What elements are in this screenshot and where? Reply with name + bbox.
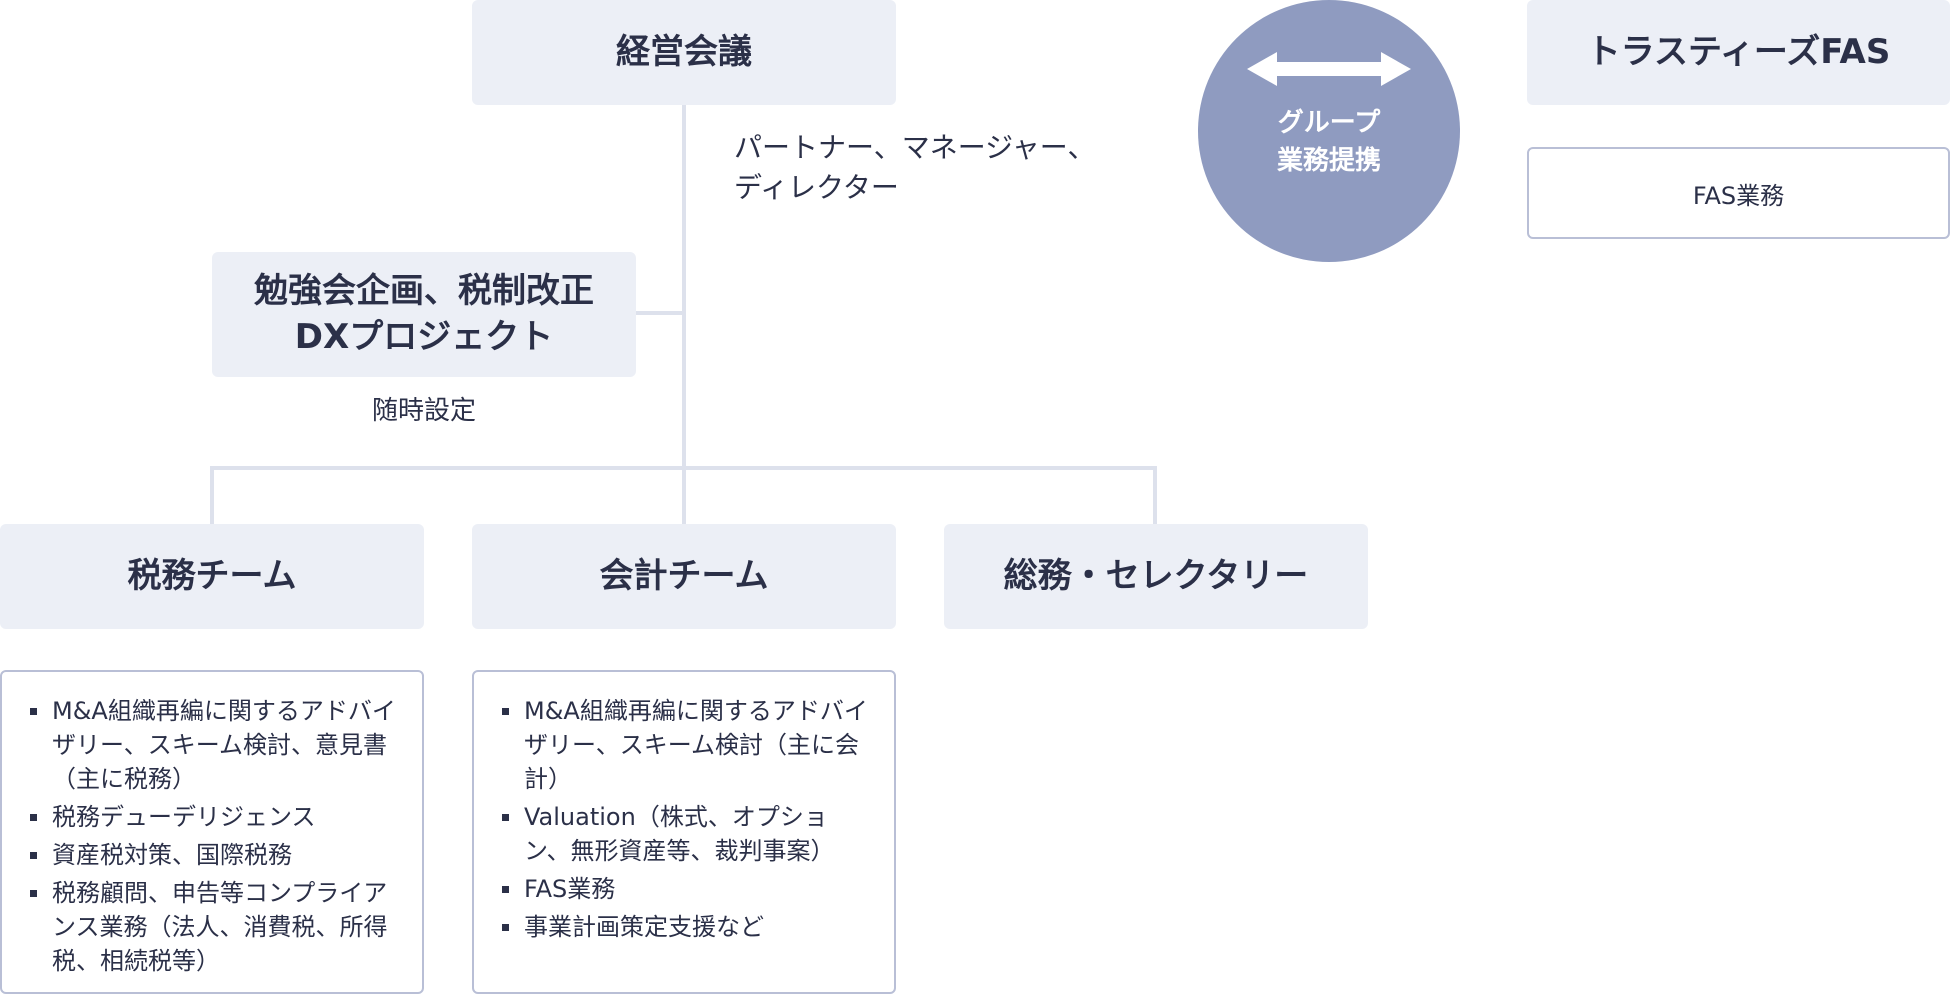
project-branch-connector bbox=[636, 311, 684, 315]
trunk-connector bbox=[682, 105, 686, 525]
accounting-service-list: M&A組織再編に関するアドバイザリー、スキーム検討（主に会計） Valuatio… bbox=[502, 694, 872, 944]
accounting-team-label: 会計チーム bbox=[599, 555, 769, 596]
members-line-2: ディレクター bbox=[734, 171, 899, 204]
project-box: 勉強会企画、税制改正 DXプロジェクト bbox=[212, 252, 636, 377]
accounting-team-box: 会計チーム bbox=[472, 524, 896, 629]
list-item: FAS業務 bbox=[502, 872, 872, 906]
tax-team-label: 税務チーム bbox=[127, 555, 297, 596]
list-item: M&A組織再編に関するアドバイザリー、スキーム検討、意見書（主に税務） bbox=[30, 694, 400, 796]
management-meeting-box: 経営会議 bbox=[472, 0, 896, 105]
fas-service-box: FAS業務 bbox=[1527, 147, 1950, 239]
accounting-service-panel: M&A組織再編に関するアドバイザリー、スキーム検討（主に会計） Valuatio… bbox=[472, 670, 896, 994]
fas-service-label: FAS業務 bbox=[1692, 181, 1785, 210]
project-note: 随時設定 bbox=[371, 396, 476, 426]
list-item: 税務デューデリジェンス bbox=[30, 800, 400, 834]
group-alliance-line-1: グループ bbox=[1277, 108, 1381, 138]
group-alliance-label: グループ 業務提携 bbox=[1277, 104, 1381, 180]
list-item: 事業計画策定支援など bbox=[502, 910, 872, 944]
general-affairs-box: 総務・セレクタリー bbox=[944, 524, 1368, 629]
group-alliance-circle: グループ 業務提携 bbox=[1198, 0, 1460, 262]
management-meeting-label: 経営会議 bbox=[616, 31, 752, 72]
group-alliance-line-2: 業務提携 bbox=[1276, 146, 1381, 176]
general-drop-connector bbox=[1153, 466, 1157, 524]
trustees-fas-box: トラスティーズFAS bbox=[1527, 0, 1950, 105]
members-line-1: パートナー、マネージャー、 bbox=[734, 131, 1096, 164]
project-line-1: 勉強会企画、税制改正 bbox=[254, 270, 594, 311]
list-item: 資産税対策、国際税務 bbox=[30, 838, 400, 872]
members-text: パートナー、マネージャー、 ディレクター bbox=[734, 128, 1095, 208]
trustees-fas-label: トラスティーズFAS bbox=[1586, 31, 1891, 72]
tax-team-box: 税務チーム bbox=[0, 524, 424, 629]
general-affairs-label: 総務・セレクタリー bbox=[1003, 555, 1309, 596]
team-bus-connector bbox=[210, 466, 1157, 470]
list-item: 税務顧問、申告等コンプライアンス業務（法人、消費税、所得税、相続税等） bbox=[30, 876, 400, 978]
double-arrow-icon bbox=[1247, 52, 1411, 86]
list-item: M&A組織再編に関するアドバイザリー、スキーム検討（主に会計） bbox=[502, 694, 872, 796]
tax-drop-connector bbox=[210, 466, 214, 524]
list-item: Valuation（株式、オプション、無形資産等、裁判事案） bbox=[502, 800, 872, 868]
tax-service-panel: M&A組織再編に関するアドバイザリー、スキーム検討、意見書（主に税務） 税務デュ… bbox=[0, 670, 424, 994]
project-line-2: DXプロジェクト bbox=[294, 316, 554, 357]
tax-service-list: M&A組織再編に関するアドバイザリー、スキーム検討、意見書（主に税務） 税務デュ… bbox=[30, 694, 400, 978]
